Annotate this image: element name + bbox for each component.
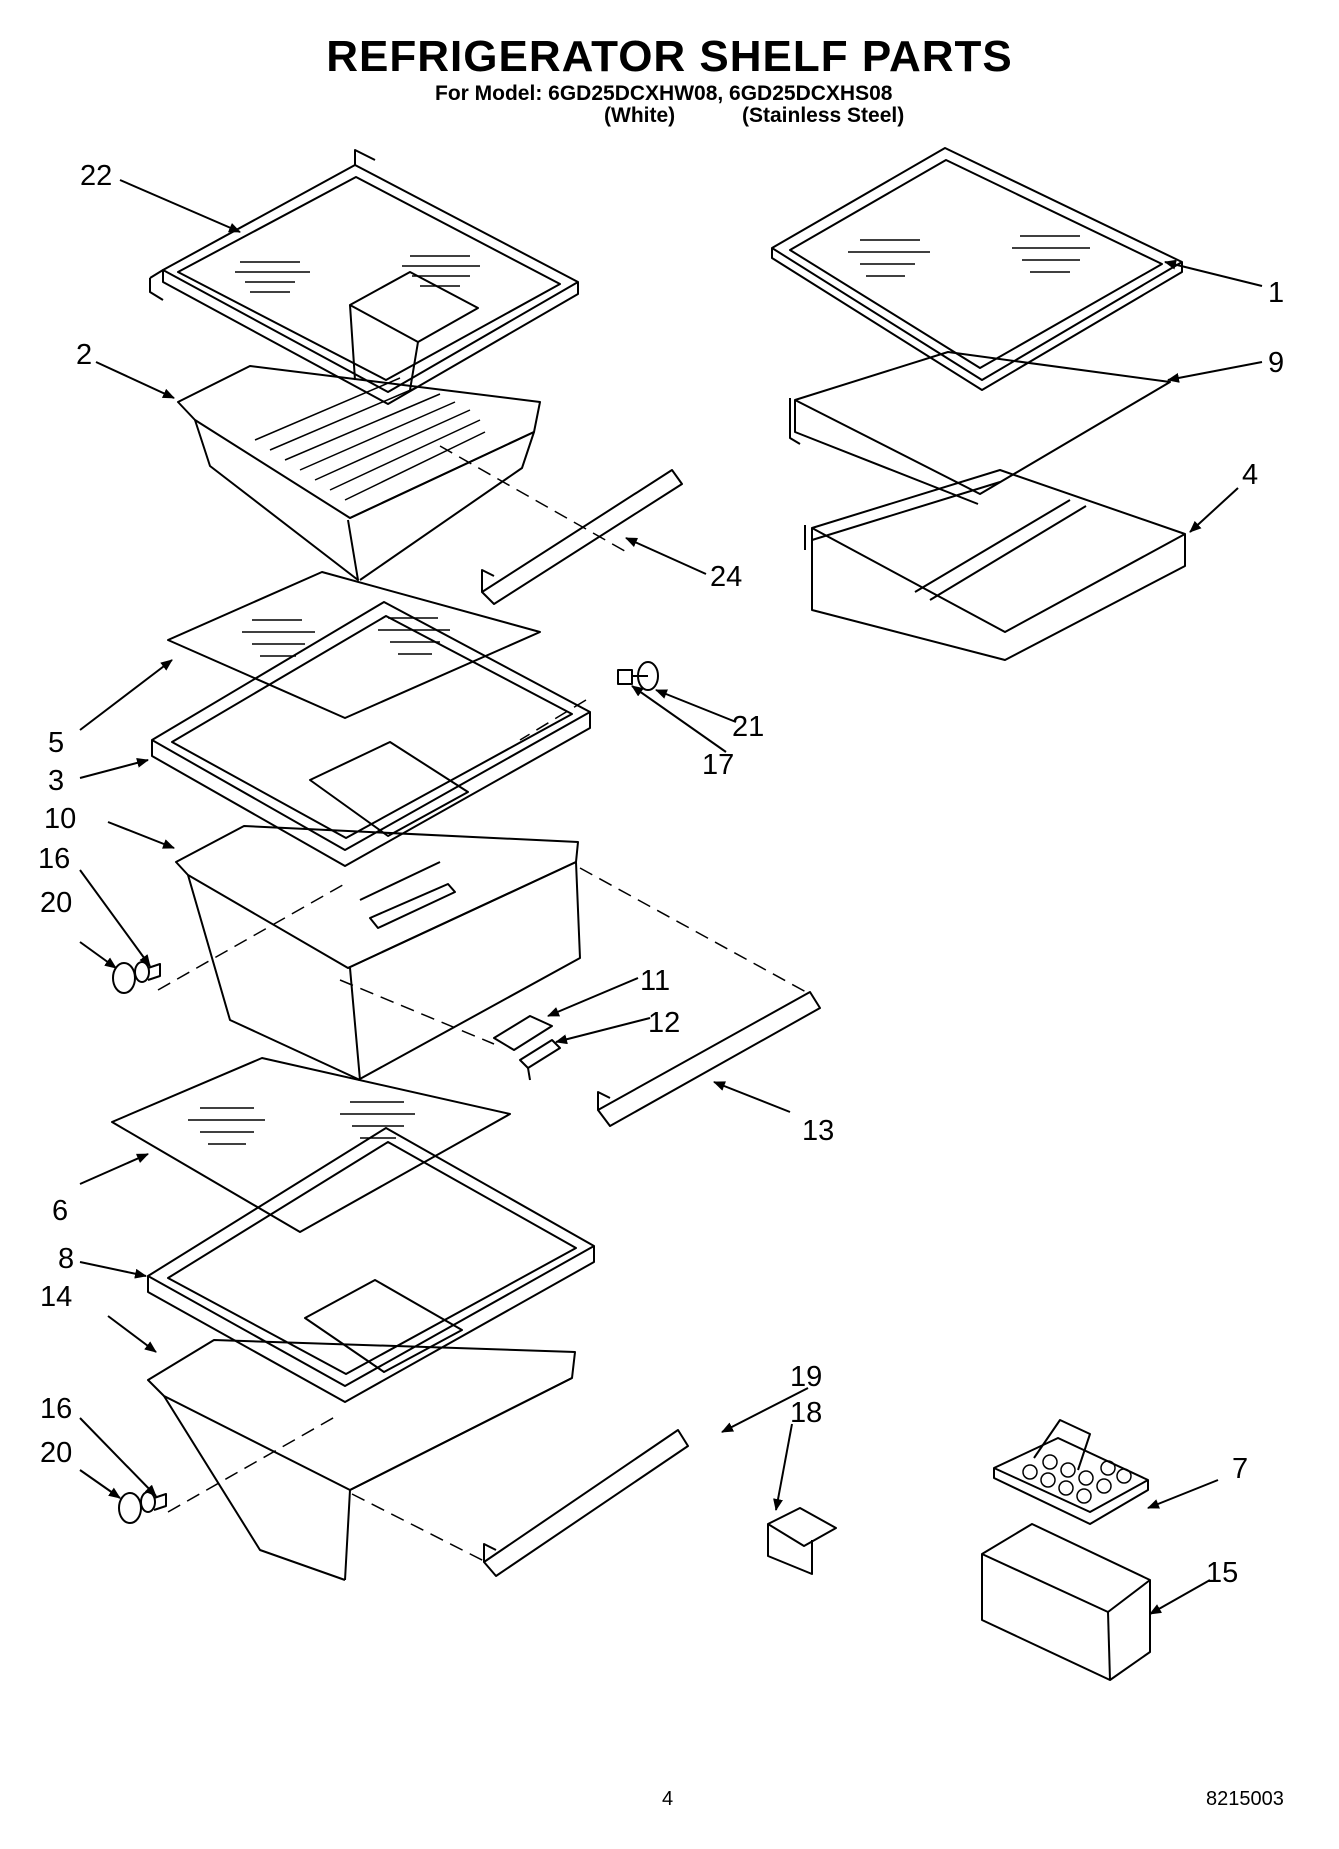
callout-12: 12 xyxy=(648,1007,680,1039)
callout-19: 19 xyxy=(790,1361,822,1393)
part-13-front-trim xyxy=(597,991,821,1127)
part-4-slide-out-shelf xyxy=(804,469,1186,661)
part-8-crisper-cover-frame xyxy=(147,1127,595,1403)
callout-11: 11 xyxy=(640,965,670,997)
part-19-front-trim xyxy=(483,1429,689,1577)
callout-16a: 16 xyxy=(38,843,70,875)
callout-6: 6 xyxy=(52,1195,68,1227)
callout-8: 8 xyxy=(58,1243,74,1275)
callout-2: 2 xyxy=(76,339,92,371)
callout-16b: 16 xyxy=(40,1393,72,1425)
callout-13: 13 xyxy=(802,1115,834,1147)
callout-3: 3 xyxy=(48,765,64,797)
part-18-bracket xyxy=(767,1507,837,1575)
variant-stainless-label: (Stainless Steel) xyxy=(742,104,905,127)
part-22-upper-shelf-frame xyxy=(149,149,579,405)
part-3-crisper-cover-frame xyxy=(151,601,591,867)
part-6-glass-panel xyxy=(111,1057,511,1233)
part-15-egg-bin xyxy=(981,1523,1151,1681)
page-number: 4 xyxy=(662,1788,674,1810)
part-9-shelf-support xyxy=(789,351,1171,505)
variant-white-label: (White) xyxy=(604,104,676,127)
callout-22: 22 xyxy=(80,160,112,192)
callout-21: 21 xyxy=(732,711,764,743)
part-24-front-trim xyxy=(481,469,683,605)
page-title: REFRIGERATOR SHELF PARTS xyxy=(326,32,1013,81)
model-line: For Model: 6GD25DCXHW08, 6GD25DCXHS08 xyxy=(435,82,893,105)
part-14-lower-crisper-pan xyxy=(147,1339,576,1581)
callout-14: 14 xyxy=(40,1281,72,1313)
parts-11-12-clips xyxy=(493,1015,561,1081)
part-1-glass-shelf xyxy=(771,147,1183,391)
callout-18: 18 xyxy=(790,1397,822,1429)
callout-20a: 20 xyxy=(40,887,72,919)
part-2-upper-crisper-pan xyxy=(177,365,541,581)
callout-17: 17 xyxy=(702,749,734,781)
callout-7: 7 xyxy=(1232,1453,1248,1485)
callout-20b: 20 xyxy=(40,1437,72,1469)
callout-1: 1 xyxy=(1268,277,1284,309)
callout-10: 10 xyxy=(44,803,76,835)
callout-5: 5 xyxy=(48,727,64,759)
callout-4: 4 xyxy=(1242,459,1258,491)
assembly-dash-lines xyxy=(157,445,807,1563)
parts-fastener-hardware xyxy=(112,661,659,1524)
document-number: 8215003 xyxy=(1206,1788,1284,1810)
part-10-middle-crisper-pan xyxy=(175,825,581,1081)
callout-9: 9 xyxy=(1268,347,1284,379)
callout-leaders xyxy=(79,179,1263,1615)
callout-labels: 22 2 1 9 4 24 5 3 21 17 10 16 20 11 12 1… xyxy=(38,160,1284,1589)
callout-24: 24 xyxy=(710,561,742,593)
part-7-egg-tray xyxy=(993,1419,1149,1525)
callout-15: 15 xyxy=(1206,1557,1238,1589)
